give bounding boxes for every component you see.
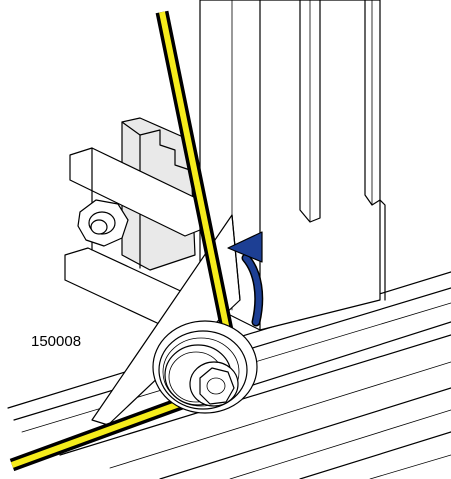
reference-number: 150008 — [31, 333, 82, 350]
direction-arrow-icon — [227, 231, 264, 327]
tensioner-pulley-icon — [152, 320, 258, 414]
bolt-icon — [77, 199, 129, 247]
belt-icon — [9, 10, 236, 472]
